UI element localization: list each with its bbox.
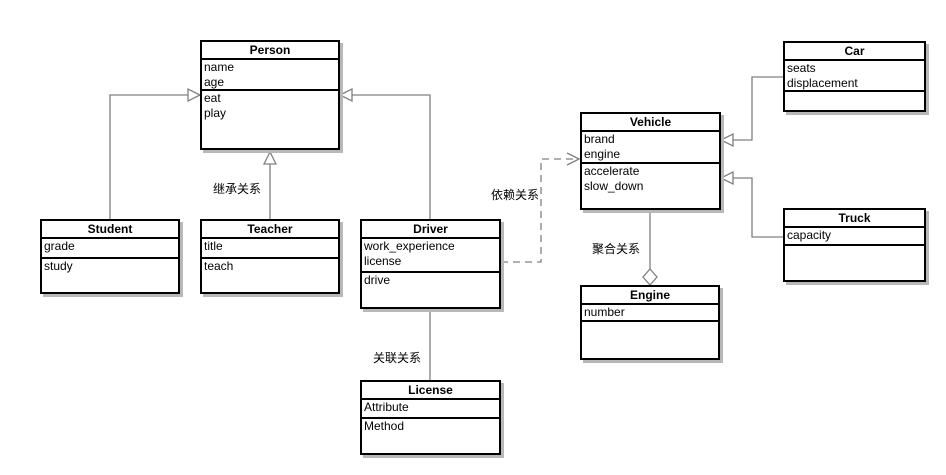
class-title-vehicle: Vehicle <box>582 114 719 132</box>
class-box-car[interactable]: Car seats displacement <box>783 41 926 112</box>
class-title-student: Student <box>42 221 178 239</box>
class-box-license[interactable]: License Attribute Method <box>360 380 501 455</box>
class-attributes-student: grade <box>42 239 178 259</box>
class-title-person: Person <box>202 42 338 60</box>
class-title-truck: Truck <box>785 210 924 228</box>
edge-label-dependency[interactable]: 依赖关系 <box>491 188 540 202</box>
attribute-row: name <box>204 60 235 74</box>
edge-label-inheritance[interactable]: 继承关系 <box>213 182 262 196</box>
attribute-row: brand <box>584 132 615 146</box>
class-methods-license: Method <box>362 419 499 453</box>
class-box-teacher[interactable]: Teacher title teach <box>200 219 340 294</box>
class-box-driver[interactable]: Driver work_experience license drive <box>360 219 501 309</box>
attribute-row: license <box>364 254 402 268</box>
class-attributes-license: Attribute <box>362 400 499 419</box>
class-attributes-person: name age <box>202 60 338 91</box>
class-box-vehicle[interactable]: Vehicle brand engine accelerate slow_dow… <box>580 112 721 210</box>
class-box-truck[interactable]: Truck capacity <box>783 208 926 282</box>
attribute-row: capacity <box>787 228 832 242</box>
class-box-person[interactable]: Person name age eat play <box>200 40 340 150</box>
class-methods-engine <box>582 322 718 358</box>
edge-driver-person-generalization <box>338 87 431 219</box>
class-title-car: Car <box>785 43 924 61</box>
method-row: slow_down <box>584 179 644 193</box>
class-methods-student: study <box>42 259 178 292</box>
attribute-row: title <box>204 239 223 253</box>
class-methods-car <box>785 92 924 110</box>
class-methods-person: eat play <box>202 91 338 148</box>
class-title-engine: Engine <box>582 287 718 305</box>
class-methods-truck <box>785 246 924 280</box>
method-row: play <box>204 106 227 120</box>
class-methods-teacher: teach <box>202 259 338 292</box>
edge-truck-vehicle-generalization <box>719 170 783 238</box>
attribute-row: age <box>204 75 225 89</box>
attribute-row: number <box>584 305 625 319</box>
class-methods-vehicle: accelerate slow_down <box>582 164 719 208</box>
class-attributes-driver: work_experience license <box>362 239 499 273</box>
class-attributes-truck: capacity <box>785 228 924 246</box>
attribute-row: engine <box>584 147 621 161</box>
method-row: accelerate <box>584 164 640 178</box>
edge-car-vehicle-generalization <box>719 76 783 148</box>
edge-label-aggregation[interactable]: 聚合关系 <box>592 242 641 256</box>
class-box-student[interactable]: Student grade study <box>40 219 180 294</box>
attribute-row: seats <box>787 61 816 75</box>
attribute-row: displacement <box>787 76 858 90</box>
method-row: teach <box>204 259 234 273</box>
method-row: study <box>44 259 73 273</box>
method-row: drive <box>364 273 391 287</box>
class-title-driver: Driver <box>362 221 499 239</box>
edge-driver-vehicle-dependency <box>501 152 581 263</box>
method-row: Method <box>364 419 405 433</box>
class-attributes-vehicle: brand engine <box>582 132 719 164</box>
attribute-row: grade <box>44 239 75 253</box>
class-methods-driver: drive <box>362 273 499 307</box>
attribute-row: Attribute <box>364 400 409 414</box>
method-row: eat <box>204 91 221 105</box>
class-attributes-teacher: title <box>202 239 338 259</box>
edge-student-person-generalization <box>109 87 202 219</box>
attribute-row: work_experience <box>364 239 455 253</box>
edge-vehicle-engine-aggregation <box>642 210 658 286</box>
class-attributes-car: seats displacement <box>785 61 924 92</box>
class-title-teacher: Teacher <box>202 221 338 239</box>
class-title-license: License <box>362 382 499 400</box>
class-attributes-engine: number <box>582 305 718 322</box>
edge-label-association[interactable]: 关联关系 <box>373 351 422 365</box>
edge-teacher-person-generalization <box>262 150 278 219</box>
class-box-engine[interactable]: Engine number <box>580 285 720 360</box>
